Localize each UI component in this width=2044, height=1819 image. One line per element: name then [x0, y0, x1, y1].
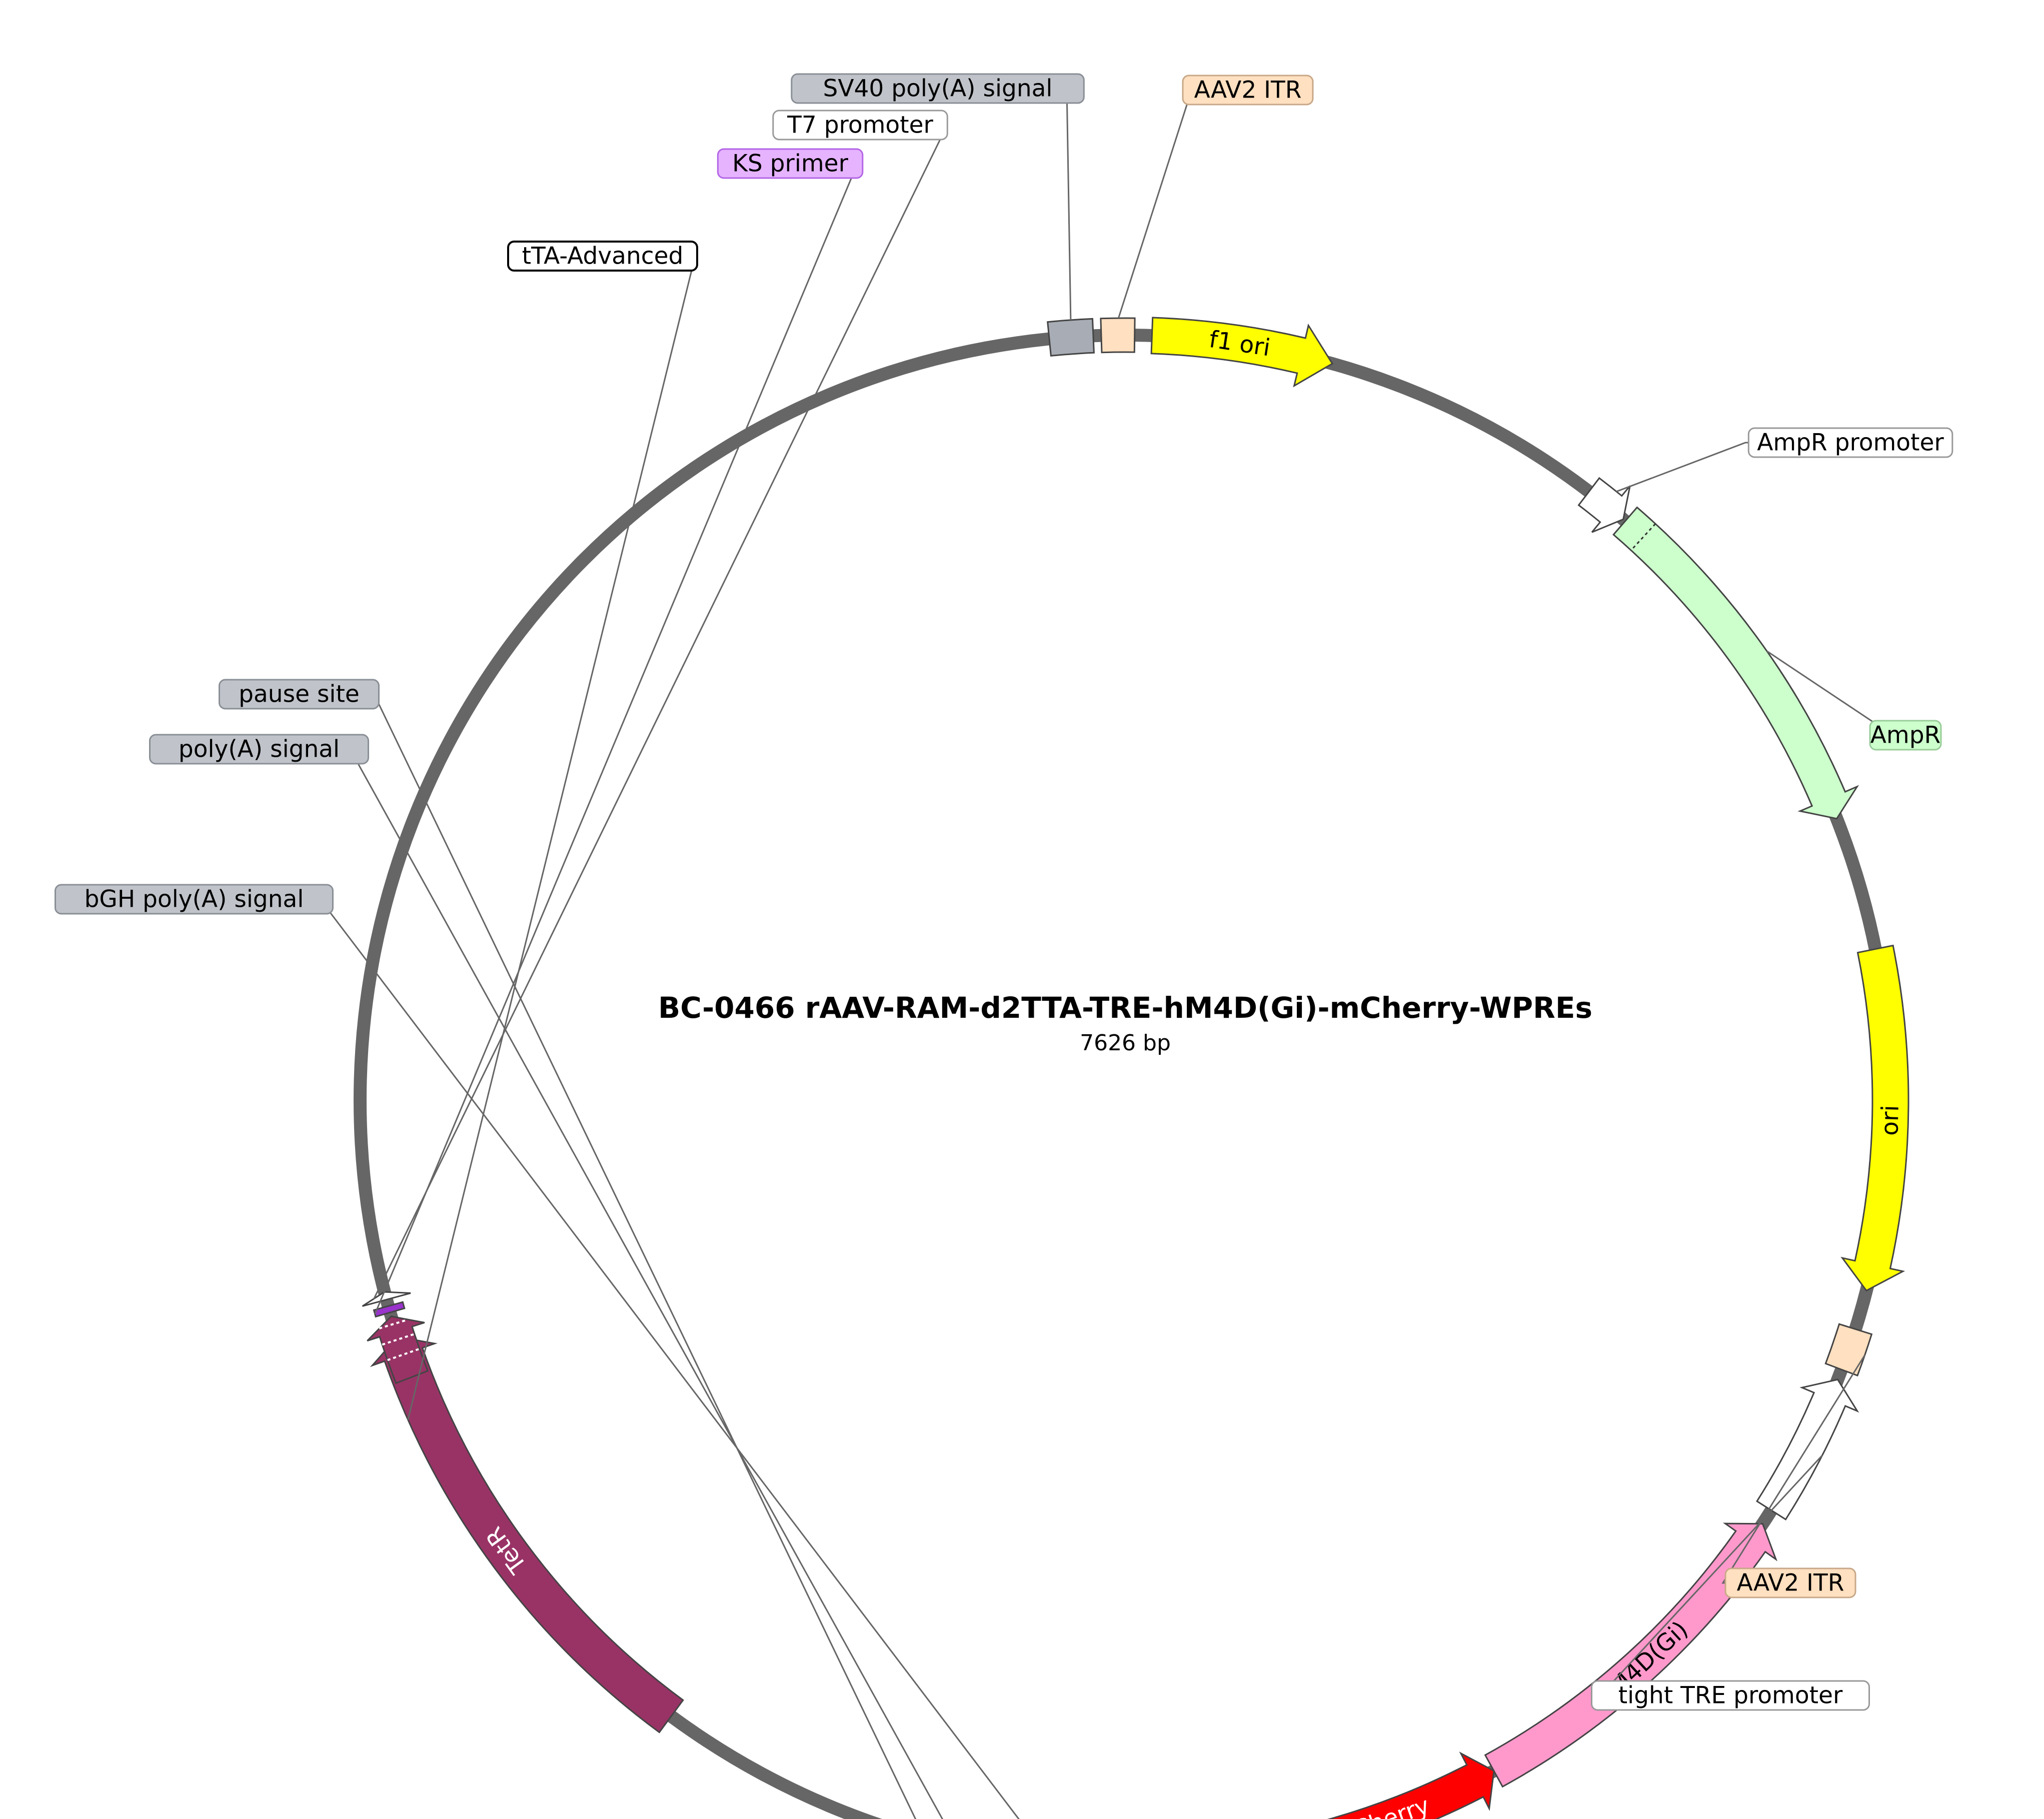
tta-advanced-callout-label: tTA-Advanced: [522, 243, 684, 270]
ks-primer-arc[interactable]: [373, 1301, 406, 1318]
polya-signal-callout-label: poly(A) signal: [179, 736, 340, 763]
sv40-polya-arc[interactable]: [1047, 318, 1095, 357]
pause-site-callout-label: pause site: [239, 681, 360, 708]
tight-tre-promoter-arc[interactable]: [1756, 1378, 1859, 1521]
tight-tre-promoter-label-box[interactable]: [1591, 1680, 1870, 1711]
bgh-polya-callout-label: bGH poly(A) signal: [85, 886, 304, 913]
pause-site-leader-line: [373, 693, 917, 1819]
aav2-itr-bottom-label-box[interactable]: [1724, 1567, 1856, 1598]
f1-ori-arc[interactable]: [1150, 317, 1334, 388]
aav2-itr-bottom-leader-line: [1721, 1354, 1866, 1584]
pause-site-label-box[interactable]: [219, 679, 380, 710]
ampr-label-box[interactable]: [1869, 720, 1942, 751]
map-size: 7626 bp: [1080, 1030, 1171, 1056]
feature-arcs: [362, 317, 1909, 1819]
polya-signal-leader-line: [349, 748, 944, 1819]
aav2-itr-top-label-box[interactable]: [1182, 75, 1314, 106]
ks-primer-label-box[interactable]: [717, 148, 864, 179]
sv40-polya-leader-line: [1066, 88, 1084, 320]
tta-advanced-arc[interactable]: [367, 1315, 429, 1384]
ampr-callout-label: AmpR: [1870, 722, 1940, 749]
hm4d-gi-arc[interactable]: [1484, 1522, 1778, 1788]
ampr-promoter-callout-label: AmpR promoter: [1757, 429, 1944, 457]
tta-advanced-leader-line: [407, 255, 697, 1420]
aav2-itr-bottom-callout-label: AAV2 ITR: [1737, 1569, 1844, 1597]
map-title: BC-0466 rAAV-RAM-d2TTA-TRE-hM4D(Gi)-mChe…: [658, 991, 1592, 1025]
tight-tre-promoter-callout-label: tight TRE promoter: [1618, 1682, 1843, 1709]
aav2-itr-top-leader-line: [1117, 90, 1188, 319]
aav2-itr-top-arc[interactable]: [1100, 317, 1136, 354]
tta-advanced-divider: [379, 1318, 409, 1330]
ampr-promoter-arc[interactable]: [1577, 477, 1631, 533]
t7-promoter-arc[interactable]: [362, 1291, 411, 1307]
ori-label: ori: [1876, 1105, 1904, 1136]
tta-advanced-label-box[interactable]: [507, 241, 698, 272]
t7-promoter-callout-label: T7 promoter: [787, 112, 933, 139]
bgh-polya-leader-line: [318, 898, 1020, 1819]
ampr-arc[interactable]: [1612, 506, 1859, 820]
ori-arc[interactable]: [1840, 944, 1909, 1292]
ampr-promoter-label-box[interactable]: [1747, 427, 1953, 458]
tetr-arc[interactable]: [370, 1336, 684, 1733]
bgh-polya-label-box[interactable]: [55, 884, 334, 915]
t7-promoter-label-box[interactable]: [772, 110, 948, 141]
ampr-promoter-leader-line: [1616, 442, 1749, 493]
sv40-polya-label-box[interactable]: [791, 73, 1085, 104]
ks-primer-callout-label: KS primer: [732, 150, 849, 178]
sv40-polya-callout-label: SV40 poly(A) signal: [823, 75, 1053, 103]
polya-signal-label-box[interactable]: [149, 734, 369, 765]
aav2-itr-bottom-arc[interactable]: [1824, 1323, 1873, 1377]
aav2-itr-top-callout-label: AAV2 ITR: [1194, 77, 1302, 104]
